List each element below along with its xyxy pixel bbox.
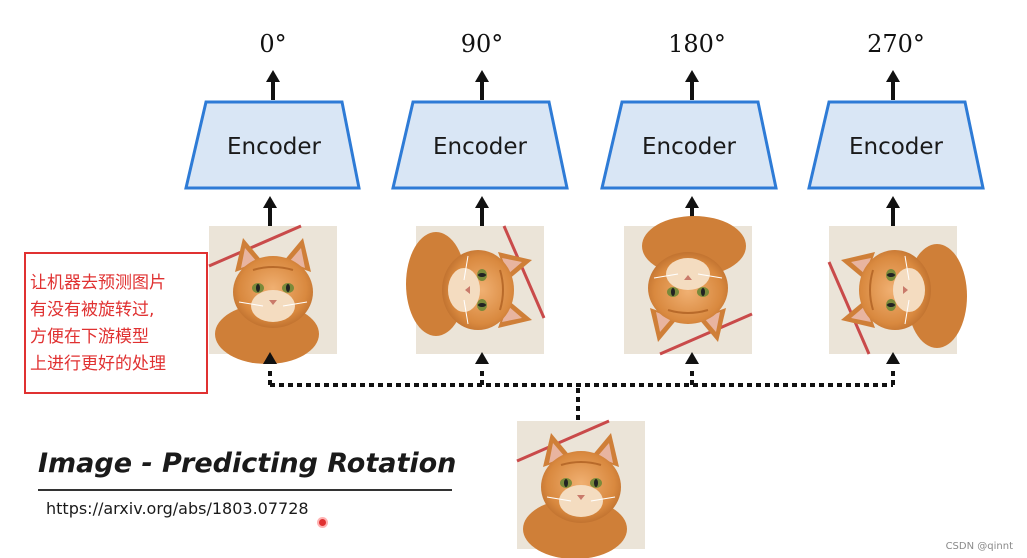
encoder-label-90: Encoder bbox=[432, 134, 528, 160]
diagram-title: Image - Predicting Rotation bbox=[38, 448, 457, 479]
angle-label-90: 90° bbox=[460, 30, 504, 58]
output-arrow-270 bbox=[884, 68, 902, 102]
dotted-arrowhead-270 bbox=[886, 352, 900, 364]
angle-label-270: 270° bbox=[867, 30, 925, 58]
angle-label-180: 180° bbox=[668, 30, 726, 58]
encoder-0 bbox=[184, 100, 361, 190]
cursor-pointer-icon bbox=[319, 519, 326, 526]
paper-link[interactable]: https://arxiv.org/abs/1803.07728 bbox=[46, 499, 309, 518]
dotted-connector bbox=[268, 368, 895, 420]
angle-label-0: 0° bbox=[259, 30, 287, 58]
watermark: CSDN @qinnt bbox=[945, 541, 1013, 552]
title-underline bbox=[38, 489, 452, 491]
input-arrow-270 bbox=[884, 194, 902, 228]
input-arrow-0 bbox=[261, 194, 279, 228]
dotted-arrowhead-90 bbox=[475, 352, 489, 364]
encoder-90 bbox=[391, 100, 569, 190]
annotation-note: 让机器去预测图片 有没有被旋转过, 方便在下游模型 上进行更好的处理 bbox=[24, 252, 208, 394]
cat-image-original bbox=[515, 419, 647, 558]
cat-image-0 bbox=[207, 224, 339, 366]
dotted-arrowhead-0 bbox=[263, 352, 277, 364]
cat-image-270 bbox=[827, 224, 969, 356]
encoder-label-180: Encoder bbox=[641, 134, 737, 160]
cat-image-180 bbox=[622, 214, 754, 356]
note-line-2: 有没有被旋转过, bbox=[30, 300, 155, 320]
encoder-270 bbox=[807, 100, 985, 190]
encoder-label-0: Encoder bbox=[226, 134, 322, 160]
encoder-180 bbox=[600, 100, 778, 190]
output-arrow-180 bbox=[683, 68, 701, 102]
encoder-label-270: Encoder bbox=[848, 134, 944, 160]
note-line-1: 让机器去预测图片 bbox=[30, 273, 166, 293]
cat-image-90 bbox=[404, 224, 546, 356]
input-arrow-90 bbox=[473, 194, 491, 228]
output-arrow-0 bbox=[264, 68, 282, 102]
output-arrow-90 bbox=[473, 68, 491, 102]
note-line-3: 方便在下游模型 bbox=[30, 327, 149, 347]
note-line-4: 上进行更好的处理 bbox=[30, 354, 166, 374]
dotted-arrowhead-180 bbox=[685, 352, 699, 364]
